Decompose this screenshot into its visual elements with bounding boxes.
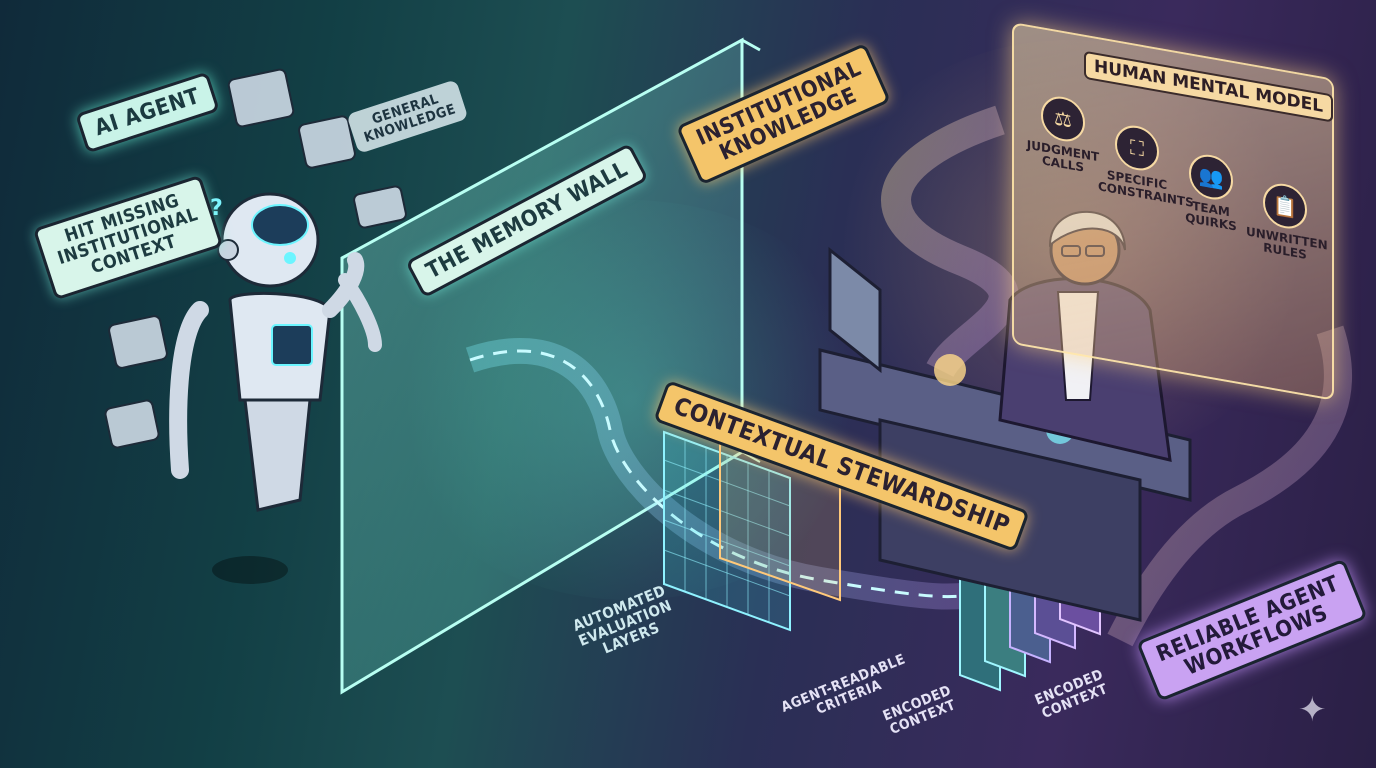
ai-robot xyxy=(169,192,382,584)
mental-model-panel: HUMAN MENTAL MODEL ⚖ JUDGMENT CALLS ⛶ SP… xyxy=(1012,22,1334,401)
context-ribbon xyxy=(881,105,1019,378)
mental-model-item-unwritten: 📋 UNWRITTEN RULES xyxy=(1246,177,1328,264)
evaluation-grid-front xyxy=(663,430,791,632)
mental-model-item-team: 👥 TEAM QUIRKS xyxy=(1172,148,1250,235)
scales-icon: ⚖ xyxy=(1041,93,1085,145)
clipboard-icon: 📋 xyxy=(1263,180,1307,233)
mental-model-item-constraints: ⛶ SPECIFIC CONSTRAINTS xyxy=(1098,119,1194,210)
thought-bubbles xyxy=(104,68,407,449)
team-icon: 👥 xyxy=(1189,151,1233,203)
mental-model-item-judgment: ⚖ JUDGMENT CALLS xyxy=(1024,90,1102,177)
constraints-icon: ⛶ xyxy=(1115,122,1159,174)
sparkle-icon: ✦ xyxy=(1298,690,1327,730)
